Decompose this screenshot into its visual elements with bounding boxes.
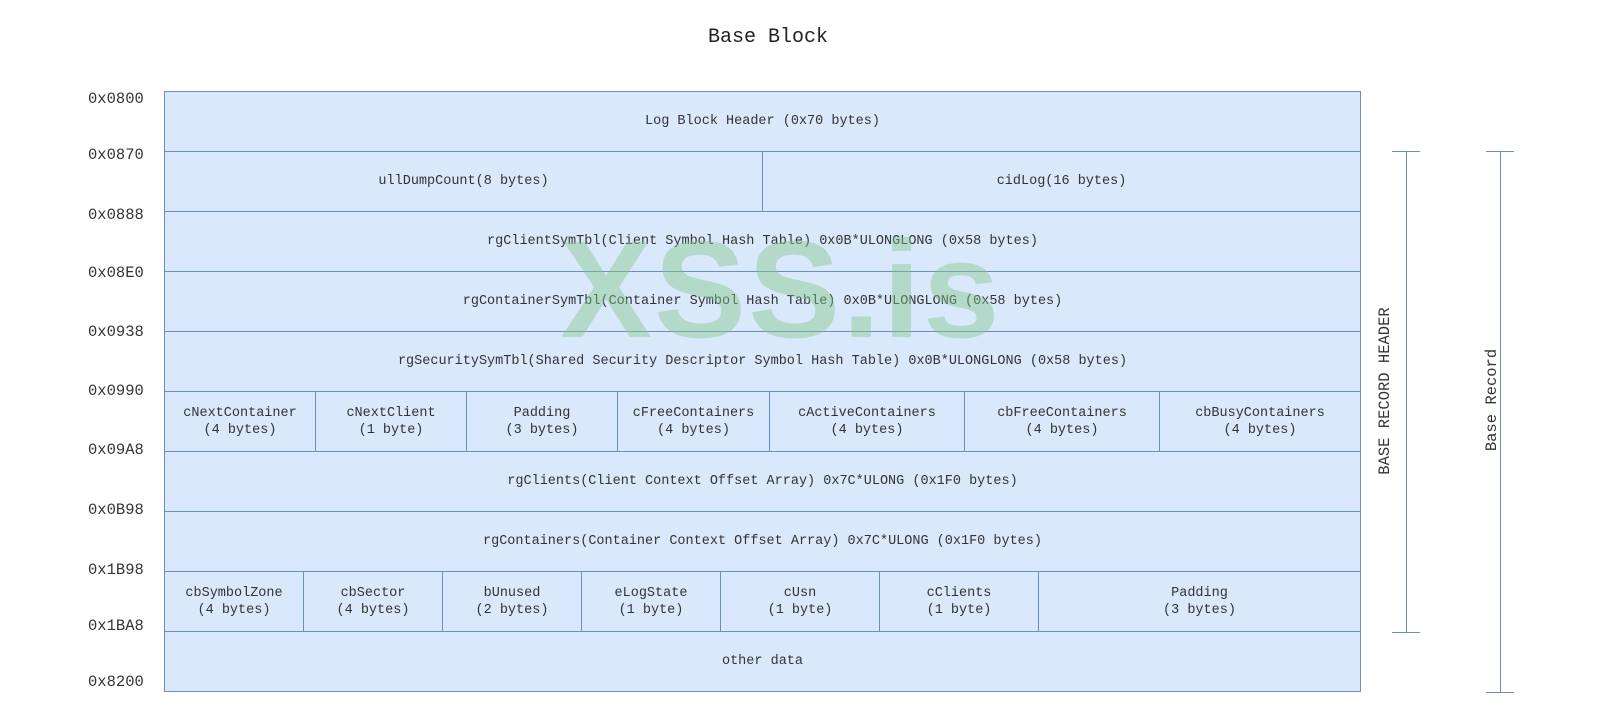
offset-label: 0x1BA8 <box>88 617 144 635</box>
cell-padding: Padding(3 bytes) <box>1038 571 1361 632</box>
cell-size: (1 byte) <box>618 602 684 618</box>
offset-label: 0x0870 <box>88 146 144 164</box>
cell-label: rgContainers(Container Context Offset Ar… <box>483 534 1042 549</box>
cell-other-data: other data <box>164 631 1361 692</box>
cell-label: bUnused <box>483 585 541 601</box>
offset-label: 0x0888 <box>88 206 144 224</box>
record-bracket-line <box>1500 151 1501 692</box>
row-container-sym-tbl: rgContainerSymTbl(Container Symbol Hash … <box>164 271 1361 332</box>
cell-label: cActiveContainers <box>798 405 936 421</box>
cell-size: (1 byte) <box>358 422 424 438</box>
diagram-title: Base Block <box>707 26 829 49</box>
row-client-sym-tbl: rgClientSymTbl(Client Symbol Hash Table)… <box>164 211 1361 272</box>
cell-rgclients: rgClients(Client Context Offset Array) 0… <box>164 451 1361 512</box>
cell-label: cbFreeContainers <box>997 405 1127 421</box>
cell-cbsymbolzone: cbSymbolZone(4 bytes) <box>164 571 304 632</box>
cell-cnextcontainer: cNextContainer(4 bytes) <box>164 391 316 452</box>
cell-label: rgContainerSymTbl(Container Symbol Hash … <box>462 294 1063 309</box>
cell-size: (4 bytes) <box>657 422 730 438</box>
offset-label: 0x0990 <box>88 382 144 400</box>
cell-label: cbSymbolZone <box>185 585 283 601</box>
offset-label: 0x8200 <box>88 673 144 691</box>
cell-label: ullDumpCount(8 bytes) <box>378 174 549 189</box>
cell-rgclientsymtbl: rgClientSymTbl(Client Symbol Hash Table)… <box>164 211 1361 272</box>
cell-label: cbBusyContainers <box>1195 405 1325 421</box>
cell-size: (4 bytes) <box>830 422 904 438</box>
cell-size: (3 bytes) <box>505 422 579 438</box>
cell-elogstate: eLogState(1 byte) <box>581 571 721 632</box>
base-record-header-label: BASE RECORD HEADER <box>1376 307 1394 475</box>
cell-label: cNextClient <box>346 405 436 421</box>
cell-size: (3 bytes) <box>1163 602 1236 618</box>
cell-label: Log Block Header (0x70 bytes) <box>645 114 880 129</box>
cell-size: (4 bytes) <box>197 602 271 618</box>
cell-size: (1 byte) <box>926 602 992 618</box>
row-log-state: cbSymbolZone(4 bytes) cbSector(4 bytes) … <box>164 571 1361 632</box>
row-security-sym-tbl: rgSecuritySymTbl(Shared Security Descrip… <box>164 331 1361 392</box>
offset-label: 0x0800 <box>88 90 144 108</box>
offset-label: 0x0938 <box>88 323 144 341</box>
cell-label: eLogState <box>614 585 688 601</box>
cell-label: Padding <box>1171 585 1228 601</box>
row-other-data: other data <box>164 631 1361 692</box>
offset-label: 0x0B98 <box>88 501 144 519</box>
offset-label: 0x08E0 <box>88 264 144 282</box>
row-dump-count-cidlog: ullDumpCount(8 bytes) cidLog(16 bytes) <box>164 151 1361 212</box>
header-bracket-line <box>1406 151 1407 632</box>
row-container-counters: cNextContainer(4 bytes) cNextClient(1 by… <box>164 391 1361 452</box>
base-record-label: Base Record <box>1483 348 1501 452</box>
cell-rgcontainersymtbl: rgContainerSymTbl(Container Symbol Hash … <box>164 271 1361 332</box>
cell-padding: Padding(3 bytes) <box>466 391 618 452</box>
cell-cbfreecontainers: cbFreeContainers(4 bytes) <box>964 391 1160 452</box>
header-bracket-bottom-cap <box>1392 632 1420 633</box>
cell-label: cbSector <box>340 585 406 601</box>
cell-bunused: bUnused(2 bytes) <box>442 571 582 632</box>
cell-cusn: cUsn(1 byte) <box>720 571 880 632</box>
cell-cclients: cClients(1 byte) <box>879 571 1039 632</box>
cell-label: cUsn <box>783 585 817 601</box>
memory-layout-diagram: Log Block Header (0x70 bytes) ullDumpCou… <box>164 91 1361 693</box>
cell-label: rgClients(Client Context Offset Array) 0… <box>507 474 1018 489</box>
row-rgclients: rgClients(Client Context Offset Array) 0… <box>164 451 1361 512</box>
cell-label: rgSecuritySymTbl(Shared Security Descrip… <box>397 354 1128 369</box>
cell-label: Padding <box>513 405 571 421</box>
cell-size: (4 bytes) <box>336 602 410 618</box>
cell-label: other data <box>721 654 803 669</box>
cell-ulldumpcount: ullDumpCount(8 bytes) <box>164 151 763 212</box>
cell-rgcontainers: rgContainers(Container Context Offset Ar… <box>164 511 1361 572</box>
cell-cactivecontainers: cActiveContainers(4 bytes) <box>769 391 965 452</box>
cell-log-block-header: Log Block Header (0x70 bytes) <box>164 91 1361 152</box>
row-log-block-header: Log Block Header (0x70 bytes) <box>164 91 1361 152</box>
cell-size: (4 bytes) <box>1025 422 1099 438</box>
cell-cidlog: cidLog(16 bytes) <box>762 151 1361 212</box>
cell-label: cidLog(16 bytes) <box>996 174 1127 189</box>
cell-size: (4 bytes) <box>203 422 277 438</box>
cell-size: (4 bytes) <box>1223 422 1297 438</box>
cell-size: (2 bytes) <box>475 602 549 618</box>
record-bracket-bottom-cap <box>1486 692 1514 693</box>
cell-cnextclient: cNextClient(1 byte) <box>315 391 467 452</box>
cell-cbbusycontainers: cbBusyContainers(4 bytes) <box>1159 391 1361 452</box>
cell-label: rgClientSymTbl(Client Symbol Hash Table)… <box>487 234 1038 249</box>
cell-label: cClients <box>926 585 992 601</box>
cell-rgsecuritysymtbl: rgSecuritySymTbl(Shared Security Descrip… <box>164 331 1361 392</box>
offset-label: 0x09A8 <box>88 441 144 459</box>
cell-cbsector: cbSector(4 bytes) <box>303 571 443 632</box>
cell-label: cFreeContainers <box>632 405 755 421</box>
row-rgcontainers: rgContainers(Container Context Offset Ar… <box>164 511 1361 572</box>
cell-size: (1 byte) <box>767 602 833 618</box>
cell-cfreecontainers: cFreeContainers(4 bytes) <box>617 391 770 452</box>
offset-label: 0x1B98 <box>88 561 144 579</box>
cell-label: cNextContainer <box>183 405 297 421</box>
